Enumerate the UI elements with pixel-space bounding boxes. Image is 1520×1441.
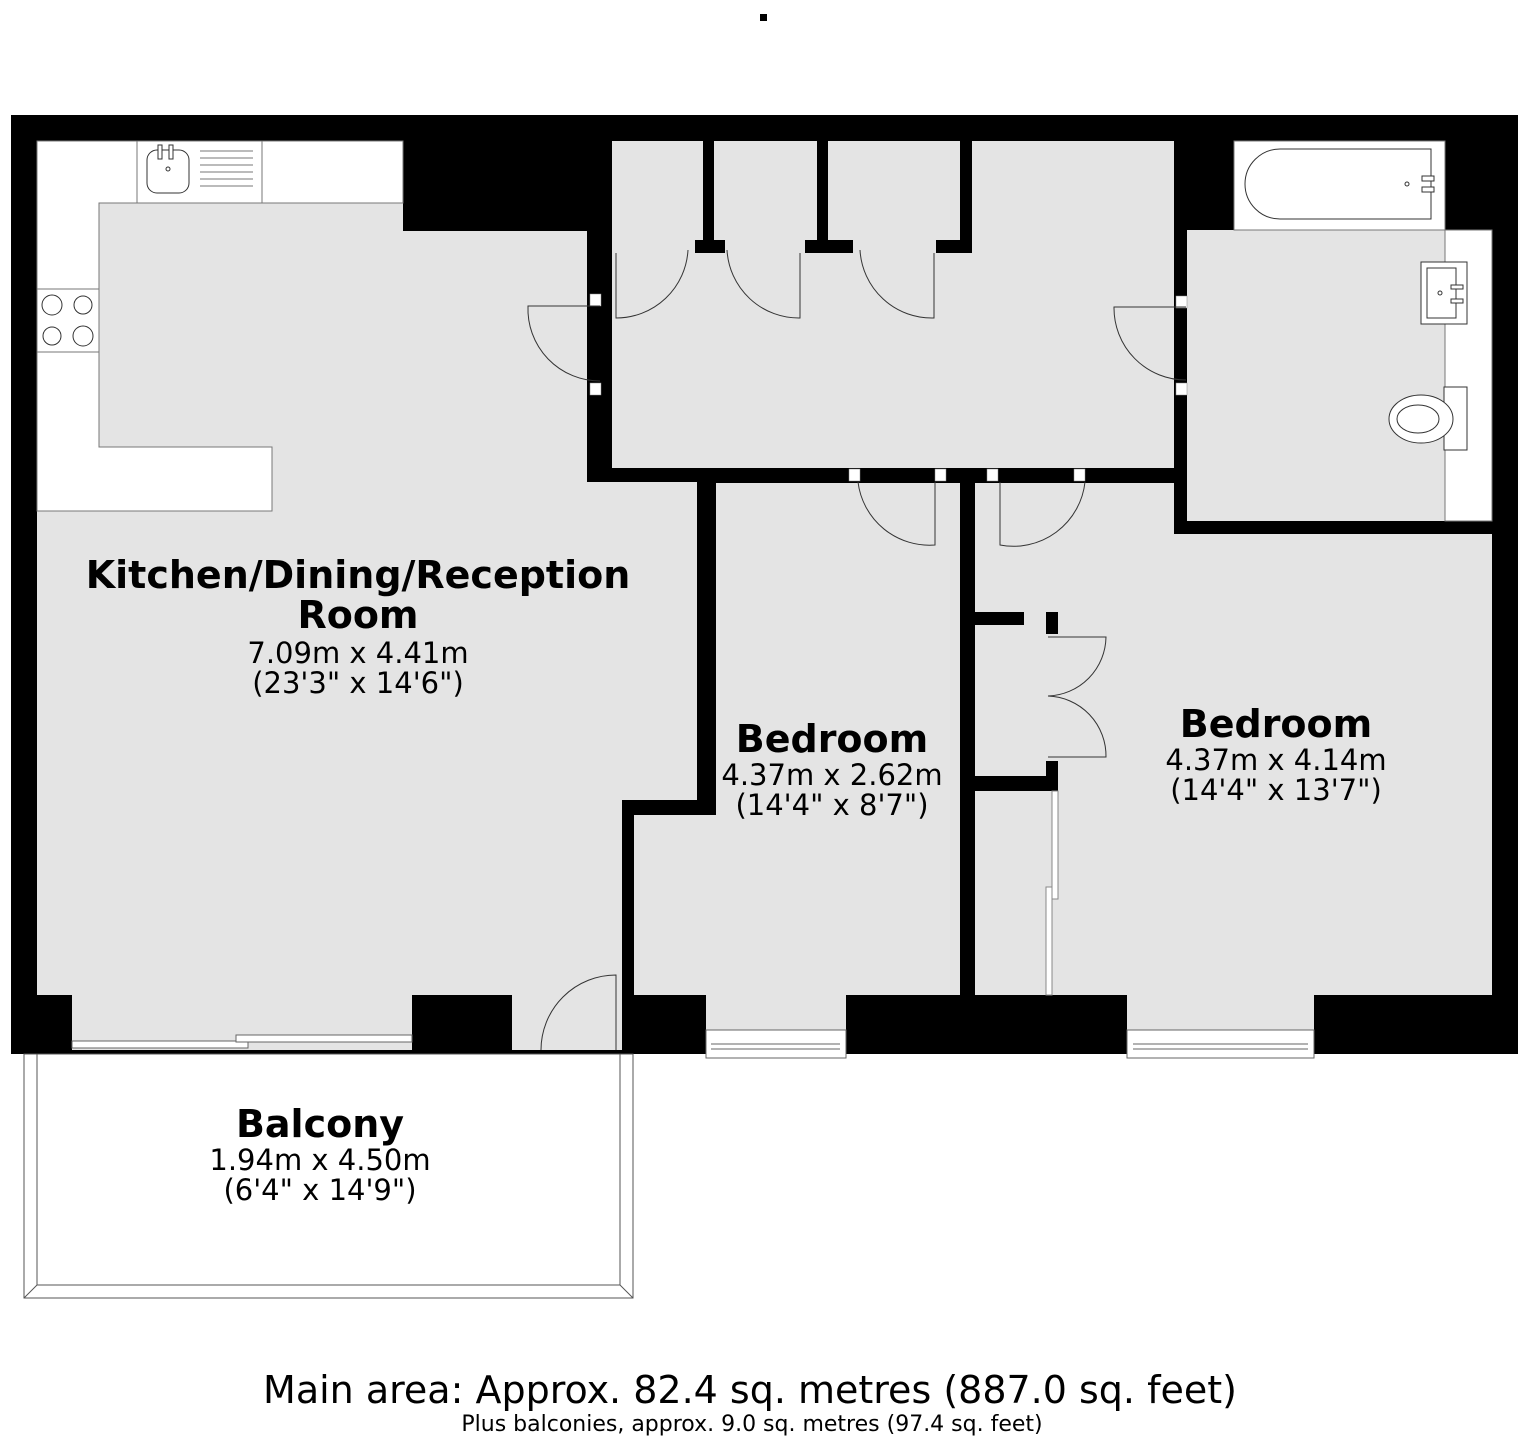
room-metric: 1.94m x 4.50m: [209, 1143, 431, 1177]
main-area-summary: Main area: Approx. 82.4 sq. metres (887.…: [263, 1368, 1237, 1412]
north-marker: [760, 14, 767, 21]
toilet-icon: [1388, 386, 1468, 451]
room-imperial: (6'4" x 14'9"): [223, 1173, 417, 1207]
room-imperial: (14'4" x 13'7"): [1170, 773, 1382, 807]
basin-icon: [1420, 261, 1468, 325]
room-label-bedroom-large: Bedroom 4.37m x 4.14m (14'4" x 13'7"): [1165, 705, 1386, 805]
sink-icon: [146, 144, 253, 194]
room-name: Kitchen/Dining/Reception: [85, 553, 631, 597]
room-metric: 4.37m x 2.62m: [721, 758, 943, 792]
kitchen-worktops: [36, 140, 404, 512]
room-imperial: (14'4" x 8'7"): [735, 788, 929, 822]
room-name: Bedroom: [1179, 702, 1373, 746]
inner-walls: [11, 141, 1518, 1054]
balcony-outline: [23, 1053, 634, 1299]
room-label-balcony: Balcony 1.94m x 4.50m (6'4" x 14'9"): [209, 1105, 430, 1205]
room-name-line2: Room: [297, 593, 419, 637]
bathtub-icon: [1233, 140, 1446, 231]
room-metric: 4.37m x 4.14m: [1165, 743, 1387, 777]
room-name: Bedroom: [735, 717, 929, 761]
door-jambs: [589, 293, 1188, 482]
room-metric: 7.09m x 4.41m: [247, 636, 469, 670]
balcony-area-summary: Plus balconies, approx. 9.0 sq. metres (…: [461, 1412, 1043, 1437]
room-imperial: (23'3" x 14'6"): [252, 666, 464, 700]
wardrobe-sliding-doors: [1045, 790, 1059, 996]
door-swings: [527, 249, 1187, 1051]
room-label-bedroom-small: Bedroom 4.37m x 2.62m (14'4" x 8'7"): [721, 720, 942, 820]
windows: [71, 1029, 1315, 1059]
room-name: Balcony: [235, 1102, 405, 1146]
hob-icon: [36, 288, 100, 353]
room-label-kitchen: Kitchen/Dining/Reception Room 7.09m x 4.…: [86, 556, 631, 698]
